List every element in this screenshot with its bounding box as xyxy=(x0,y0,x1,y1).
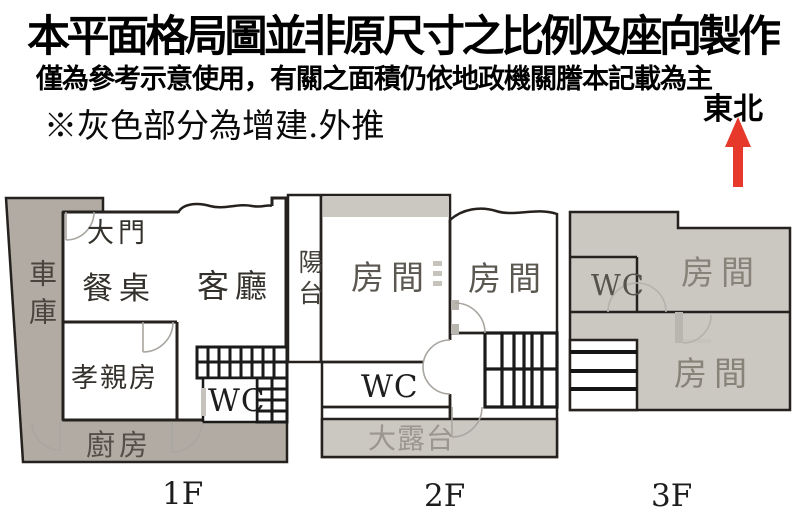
room-label-dining: 餐桌 xyxy=(82,271,156,307)
f2-door-arcs xyxy=(422,302,486,438)
room-label-terrace: 大露台 xyxy=(368,422,456,455)
page-title: 本平面格局圖並非原尺寸之比例及座向製作 xyxy=(27,13,781,61)
f3-door-arcs xyxy=(607,282,712,344)
f1-opening-curve xyxy=(176,202,273,214)
room-label-garage: 車庫 xyxy=(25,259,58,335)
floor-2f-plan xyxy=(286,193,559,459)
f1-walls xyxy=(61,196,288,422)
floor-label-1f: 1F xyxy=(162,476,204,512)
f2-terrace-area xyxy=(320,417,559,459)
room-label-living: 客廳 xyxy=(197,267,274,305)
compass-arrow-shaft xyxy=(733,145,743,187)
f2-door-jambs xyxy=(451,300,459,334)
room-label-balcony: 陽台 xyxy=(295,249,324,311)
f3-stairs xyxy=(568,338,639,412)
floor-1f-plan xyxy=(4,196,289,464)
f1-stairs xyxy=(195,345,289,424)
f1-wc-room xyxy=(201,376,259,424)
f2-wall-ticks xyxy=(433,261,442,286)
f1-wc-door-mark xyxy=(201,388,206,416)
f1-door-arcs xyxy=(31,211,203,453)
room-label-room-2f-right: 房間 xyxy=(468,259,548,298)
floor-label-2f: 2F xyxy=(424,478,466,514)
compass-arrow-icon xyxy=(725,117,751,147)
room-label-wc-1f: WC xyxy=(208,383,266,419)
f2-addition-strip xyxy=(323,197,448,217)
f2-body xyxy=(286,193,559,459)
room-label-wc-2f: WC xyxy=(361,369,419,405)
page-subtitle: 僅為參考示意使用，有關之面積仍依地政機關謄本記載為主 xyxy=(36,64,713,94)
room-label-wc-3f: WC xyxy=(591,268,645,302)
floor-3f-plan xyxy=(568,210,792,412)
room-label-kitchen: 廚房 xyxy=(86,428,153,462)
gray-area-note: ※灰色部分為增建.外推 xyxy=(44,106,385,145)
room-label-parents-room: 孝親房 xyxy=(71,363,158,394)
room-label-room-3f-bottom: 房間 xyxy=(674,354,754,393)
room-label-room-3f-top: 房間 xyxy=(681,253,761,292)
f3-door-jambs xyxy=(675,312,711,343)
room-label-room-2f-left: 房間 xyxy=(351,258,431,297)
room-label-entry: 大門 xyxy=(87,218,149,249)
floor-label-3f: 3F xyxy=(651,478,693,514)
f2-stairs xyxy=(483,331,559,409)
